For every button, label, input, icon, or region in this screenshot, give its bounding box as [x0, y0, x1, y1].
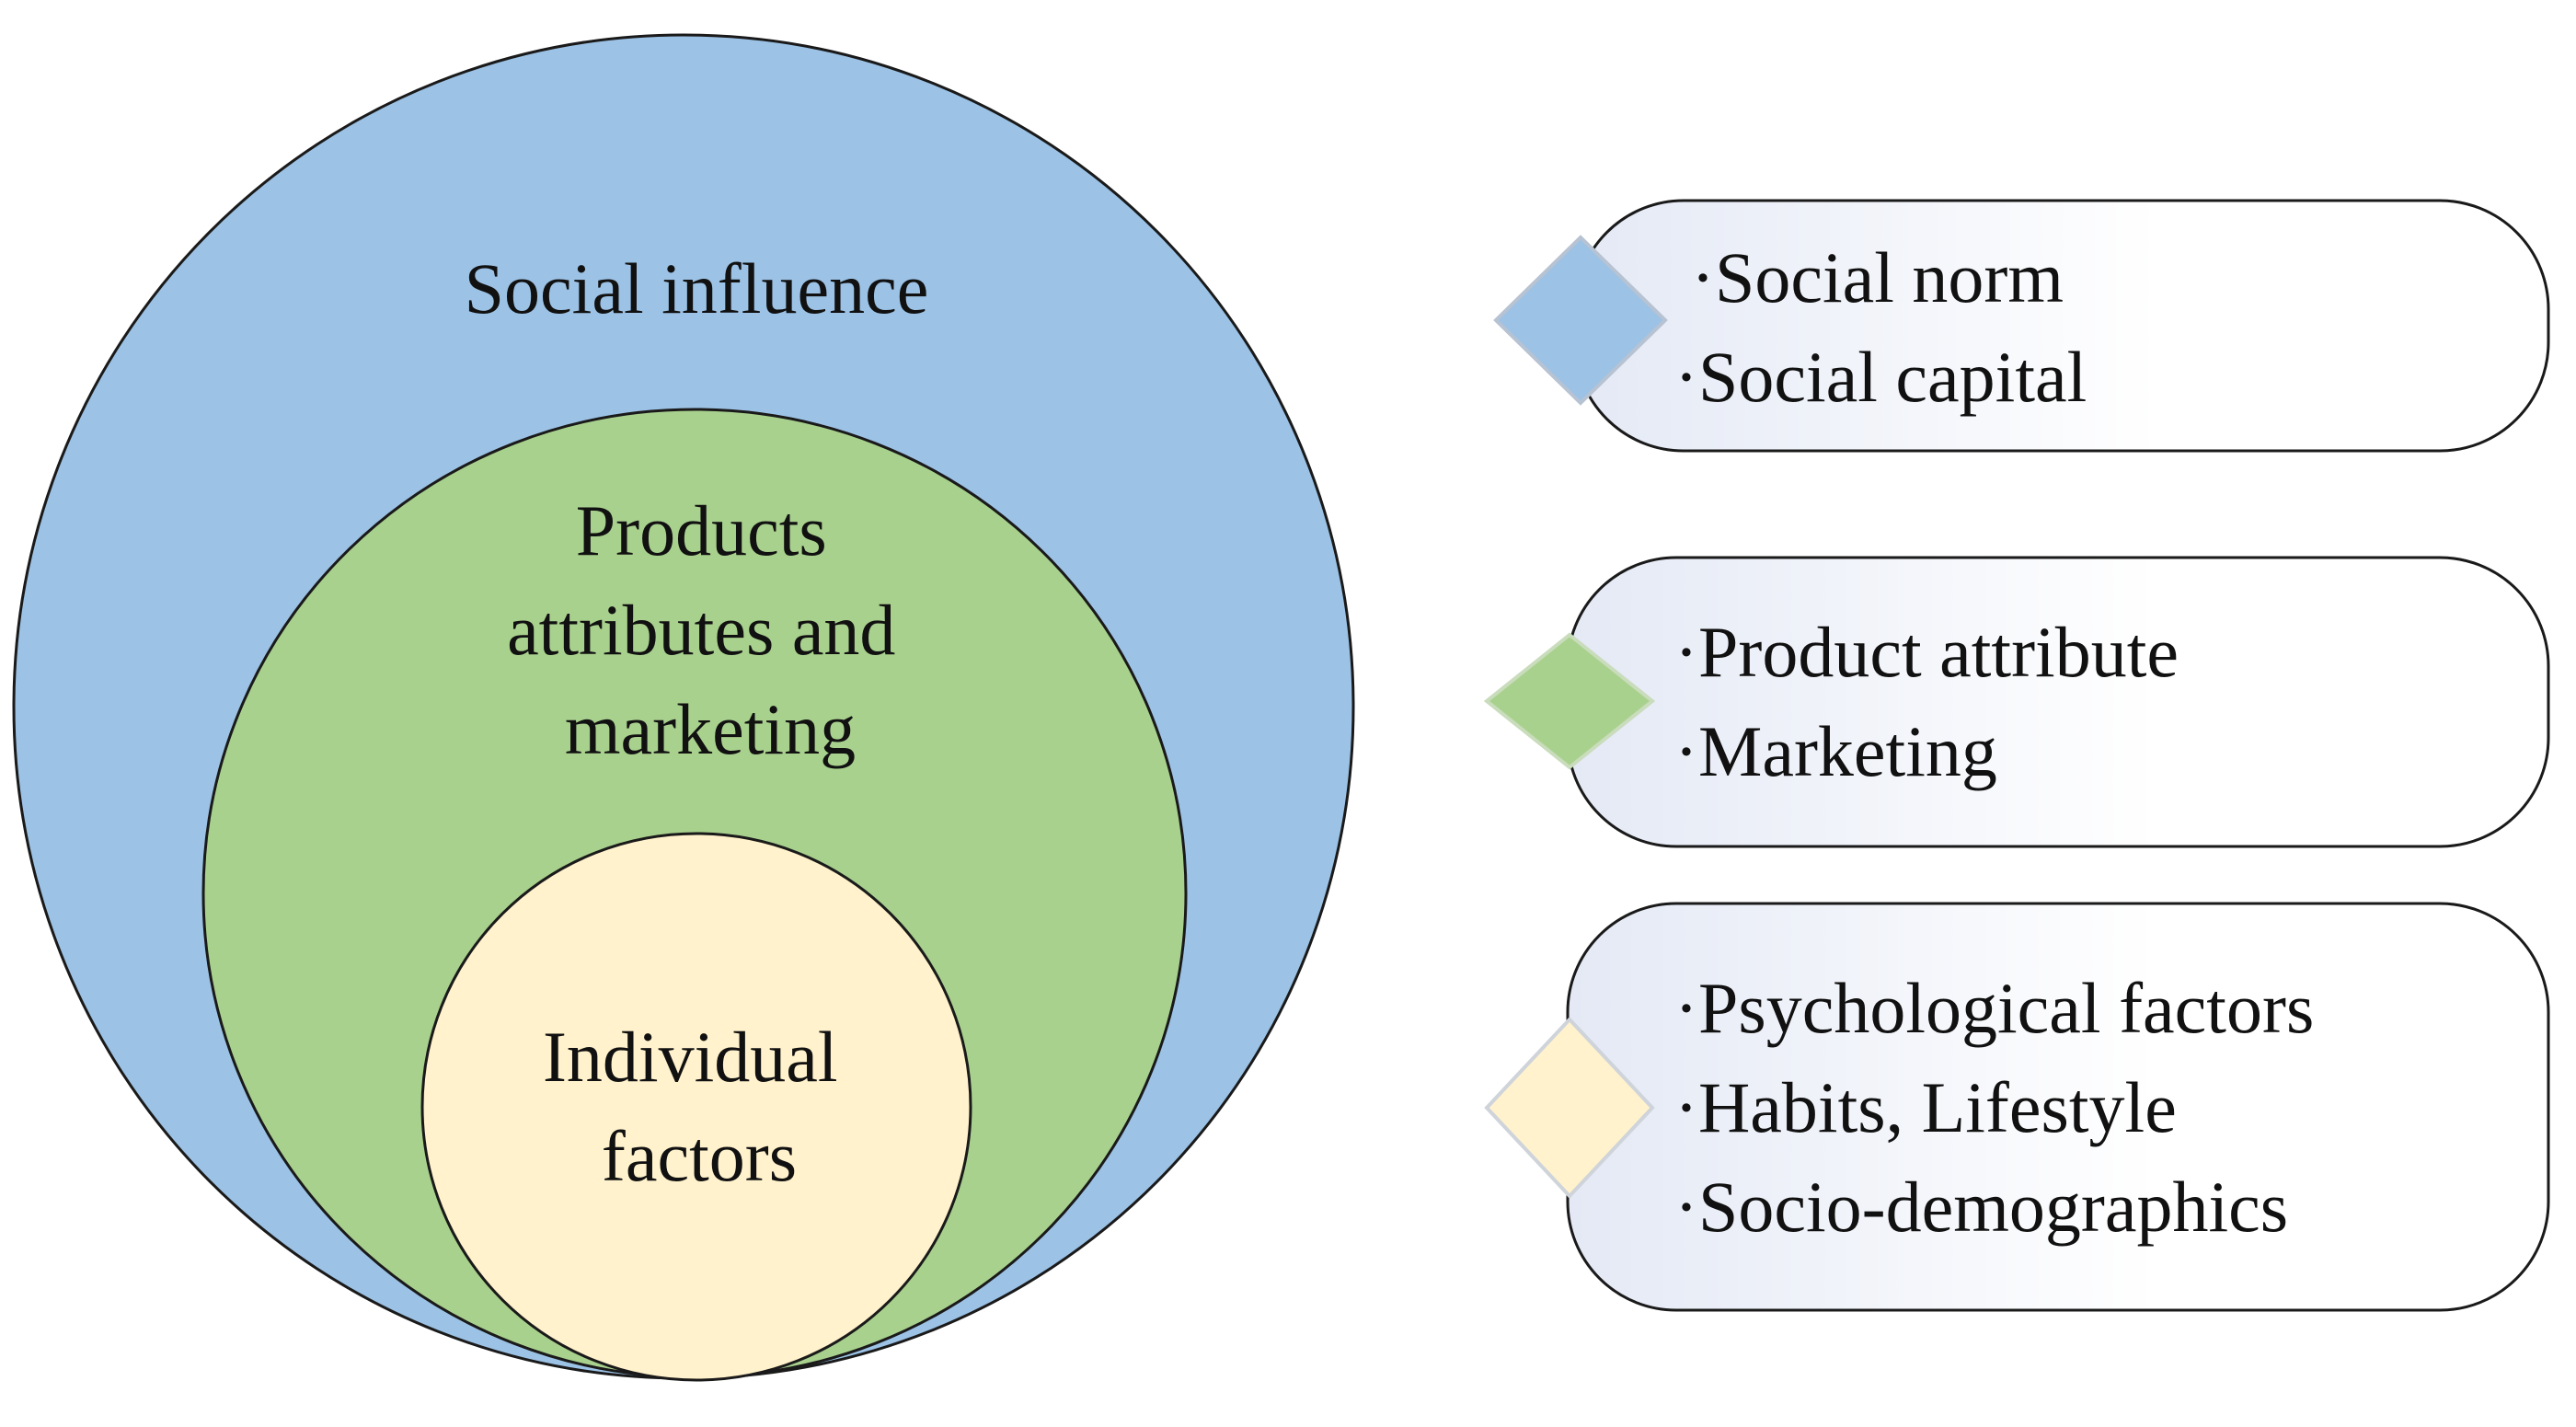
- legend-diamond-individual-icon: [1484, 1017, 1655, 1199]
- circles-group: [12, 33, 1355, 1382]
- legend-diamond-social-icon: [1493, 235, 1668, 406]
- legend-item: ·Product attribute: [1674, 612, 2179, 692]
- products-marketing-label: Products attributes and marketing: [507, 490, 914, 769]
- individual-factors-circle: [420, 832, 972, 1382]
- products-marketing-label-line: marketing: [565, 689, 856, 769]
- legend-item: ·Social capital: [1674, 337, 2087, 417]
- legend-entry-individual: ·Psychological factors ·Habits, Lifestyl…: [1484, 902, 2550, 1312]
- individual-factors-label-line: Individual: [543, 1017, 838, 1097]
- legend-text: ·Product attribute ·Marketing: [1674, 612, 2197, 791]
- legend-item: ·Psychological factors: [1674, 968, 2314, 1048]
- legend-entry-product: ·Product attribute ·Marketing: [1483, 556, 2550, 848]
- legend-item: ·Socio-demographics: [1674, 1167, 2288, 1247]
- social-influence-label: Social influence: [465, 248, 929, 328]
- legend-item: ·Marketing: [1674, 711, 1997, 791]
- social-influence-label-line: Social influence: [465, 248, 929, 328]
- legend-text: ·Social norm ·Social capital: [1674, 237, 2087, 417]
- legend-item: ·Social norm: [1691, 237, 2064, 317]
- legend-box: [1566, 556, 2550, 848]
- products-marketing-label-line: attributes and: [507, 590, 895, 670]
- individual-factors-label: Individual factors: [543, 1017, 856, 1196]
- legend-item: ·Habits, Lifestyle: [1674, 1067, 2177, 1147]
- individual-factors-label-line: factors: [602, 1116, 797, 1196]
- legend-entry-social: ·Social norm ·Social capital: [1493, 199, 2550, 453]
- legend-diamond-product-icon: [1483, 632, 1656, 770]
- legend-text: ·Psychological factors ·Habits, Lifestyl…: [1674, 968, 2332, 1247]
- products-marketing-label-line: Products: [576, 490, 827, 570]
